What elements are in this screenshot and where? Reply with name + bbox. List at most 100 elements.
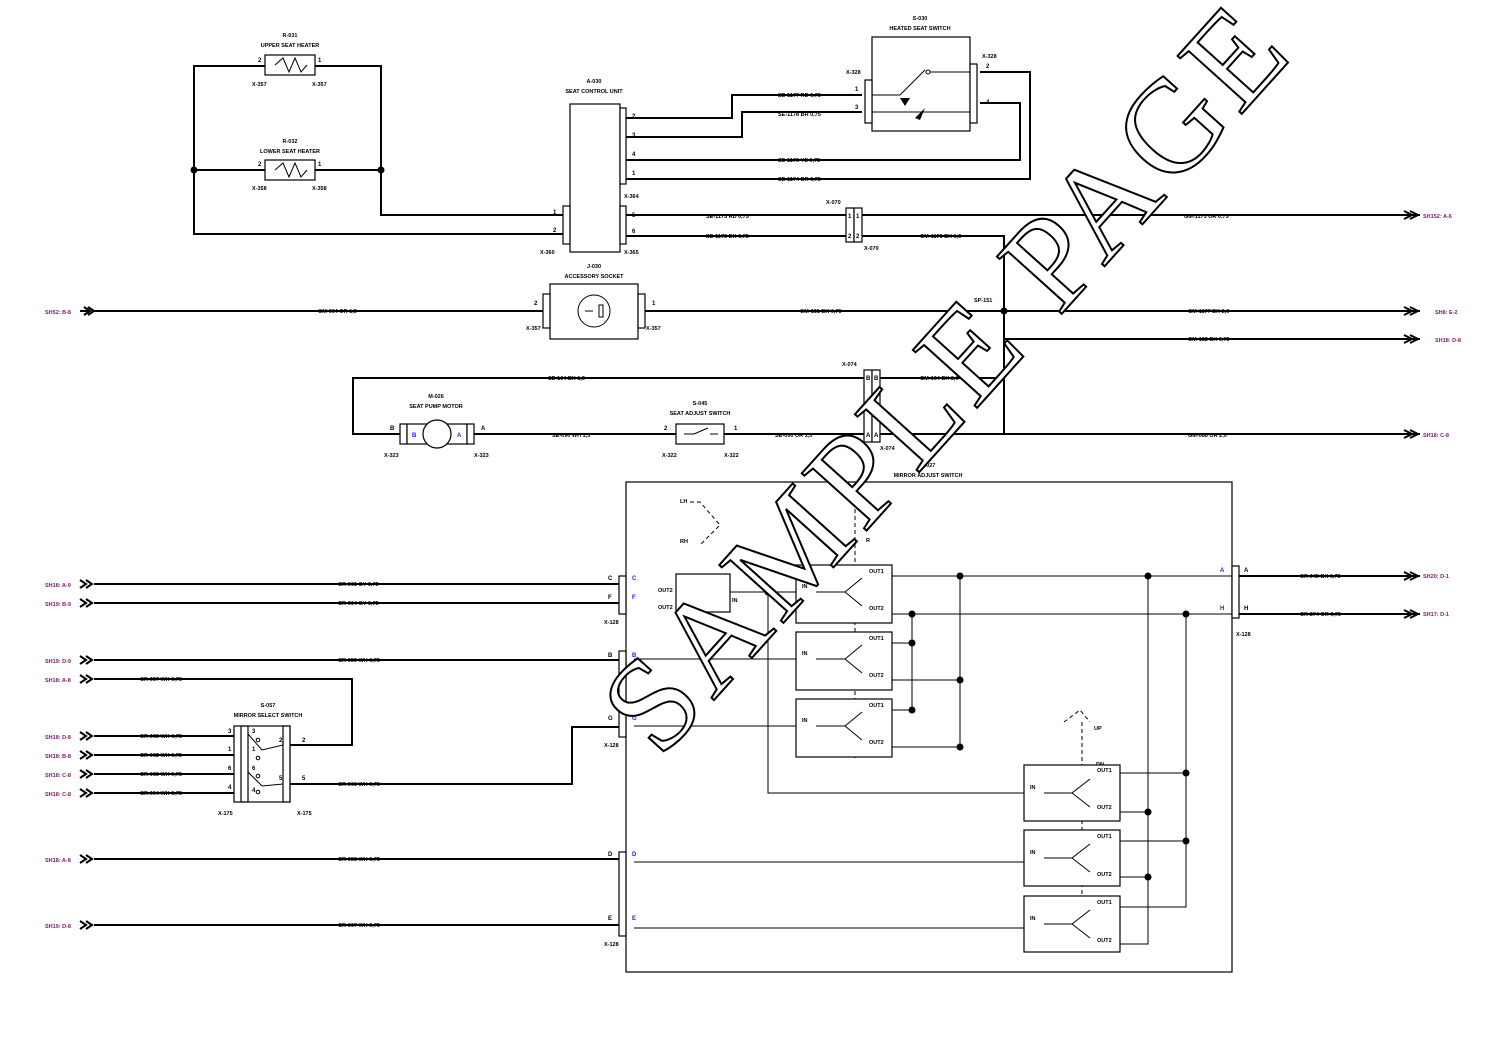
wire-label: GM-1177 BK 2,0 bbox=[1188, 309, 1229, 315]
in-label: IN bbox=[1030, 850, 1036, 856]
switch-contact bbox=[255, 789, 261, 795]
arrow-icon bbox=[83, 306, 92, 316]
r032-body bbox=[264, 159, 316, 181]
in-label: IN bbox=[802, 718, 808, 724]
wire-label: GM-1173 BK 1,5 bbox=[920, 234, 961, 240]
wire bbox=[892, 643, 913, 711]
gang-block bbox=[795, 631, 893, 691]
s057-name: MIRROR SELECT SWITCH bbox=[234, 713, 303, 719]
out2-label: OUT2 bbox=[658, 588, 673, 594]
out1-label: OUT1 bbox=[1097, 768, 1112, 774]
pin: 1 bbox=[632, 171, 636, 177]
splice-dot bbox=[1144, 808, 1152, 816]
wire-label: SE-090 OR 1,5 bbox=[775, 433, 812, 439]
wire bbox=[315, 65, 567, 216]
wire bbox=[626, 111, 862, 138]
arrow-icon bbox=[85, 674, 94, 684]
arrow-icon bbox=[85, 920, 94, 930]
wire-label: GM-1173 OR 0,75 bbox=[1184, 214, 1229, 220]
s045-id: S-045 bbox=[693, 401, 708, 407]
pin: C bbox=[632, 576, 637, 582]
arrow-icon bbox=[1403, 571, 1415, 581]
pin: 6 bbox=[252, 766, 256, 772]
pin: A bbox=[1220, 568, 1225, 574]
splice-dot bbox=[956, 743, 964, 751]
wire-label: GM-151 BK 0,75 bbox=[800, 309, 842, 315]
arrow-icon bbox=[79, 674, 88, 684]
lamp-icon bbox=[915, 108, 925, 120]
gang-block bbox=[795, 564, 893, 624]
pin: F bbox=[632, 595, 636, 601]
arrow-icon bbox=[1409, 334, 1421, 344]
heated-seat-switch: S-030 HEATED SEAT SWITCH X-328 X-328 1 3… bbox=[846, 16, 997, 132]
pin: 2 bbox=[302, 738, 306, 744]
connector bbox=[637, 293, 646, 329]
pin: A bbox=[874, 433, 879, 439]
s030-conn-l: X-328 bbox=[846, 70, 861, 76]
gang-block bbox=[1023, 764, 1121, 822]
pin: 1 bbox=[848, 214, 852, 220]
pin: F bbox=[608, 595, 612, 601]
pin: B bbox=[412, 433, 417, 439]
out2-label: OUT2 bbox=[869, 606, 884, 612]
connector-x128-top: C F C F X-128 bbox=[604, 575, 637, 626]
out2-label: OUT2 bbox=[1097, 938, 1112, 944]
arrow-icon bbox=[79, 579, 88, 589]
wire-label: SE-1176 YE 0,75 bbox=[778, 158, 820, 164]
out2-label: OUT2 bbox=[869, 740, 884, 746]
splice-dot bbox=[956, 572, 964, 580]
connector bbox=[871, 369, 881, 443]
pin: B bbox=[608, 653, 613, 659]
pin: A bbox=[866, 433, 871, 439]
a030-id: A-030 bbox=[587, 79, 602, 85]
sheet-ref: SH18: B-8 bbox=[45, 754, 71, 760]
pin: 1 bbox=[553, 210, 557, 216]
wire bbox=[290, 726, 619, 785]
pin: H bbox=[1244, 606, 1248, 612]
arrow-icon bbox=[1409, 306, 1421, 316]
pin: G bbox=[632, 716, 637, 722]
pin: 1 bbox=[252, 747, 256, 753]
switch-blade bbox=[844, 658, 863, 674]
connector-x128-right: A H A H X-128 bbox=[1220, 565, 1251, 638]
wire bbox=[626, 71, 1031, 180]
pin: 4 bbox=[228, 785, 232, 791]
resistor-icon bbox=[274, 161, 308, 179]
accessory-socket: J-030 ACCESSORY SOCKET 2 1 X-357 X-357 bbox=[526, 264, 661, 340]
x128-id: X-128 bbox=[1236, 632, 1251, 638]
arrow-icon bbox=[85, 769, 94, 779]
splice-dot bbox=[1182, 610, 1190, 618]
connector bbox=[618, 650, 627, 738]
s030-id: S-030 bbox=[913, 16, 928, 22]
wire bbox=[94, 678, 353, 746]
switch-actuator bbox=[1063, 709, 1091, 723]
pin: B bbox=[866, 376, 871, 382]
out2-label: OUT2 bbox=[869, 673, 884, 679]
arrow-icon bbox=[1409, 571, 1421, 581]
s027-name: MIRROR ADJUST SWITCH bbox=[894, 473, 963, 479]
connector bbox=[853, 207, 863, 243]
pin: A bbox=[1244, 568, 1249, 574]
pin: 2 bbox=[848, 234, 852, 240]
out1-label: OUT1 bbox=[1097, 900, 1112, 906]
wire-label: SE-1174 BR 0,75 bbox=[778, 177, 821, 183]
sheet-ref: SH18: D-8 bbox=[45, 735, 71, 741]
switch-blade bbox=[247, 733, 284, 751]
pin: 3 bbox=[855, 105, 859, 111]
sheet-ref: SH152: A-6 bbox=[1423, 214, 1452, 220]
arrow-icon bbox=[1409, 210, 1421, 220]
a030-conn-rt: X-364 bbox=[624, 194, 640, 200]
r032-id: R-032 bbox=[283, 139, 298, 145]
connector bbox=[240, 725, 249, 803]
wire-label: SE-1175 RD 0,75 bbox=[706, 214, 749, 220]
splice-dot bbox=[956, 676, 964, 684]
pin: 5 bbox=[279, 776, 283, 782]
r032-pin-1: 1 bbox=[318, 162, 322, 168]
pin: 2 bbox=[553, 228, 557, 234]
wire bbox=[1120, 576, 1149, 945]
switch-blade bbox=[872, 69, 926, 96]
wire-label: CR-061 GY 0,75 bbox=[338, 582, 379, 588]
wire bbox=[626, 102, 1021, 161]
wire-label: SE-1178 BK 0,75 bbox=[706, 234, 749, 240]
